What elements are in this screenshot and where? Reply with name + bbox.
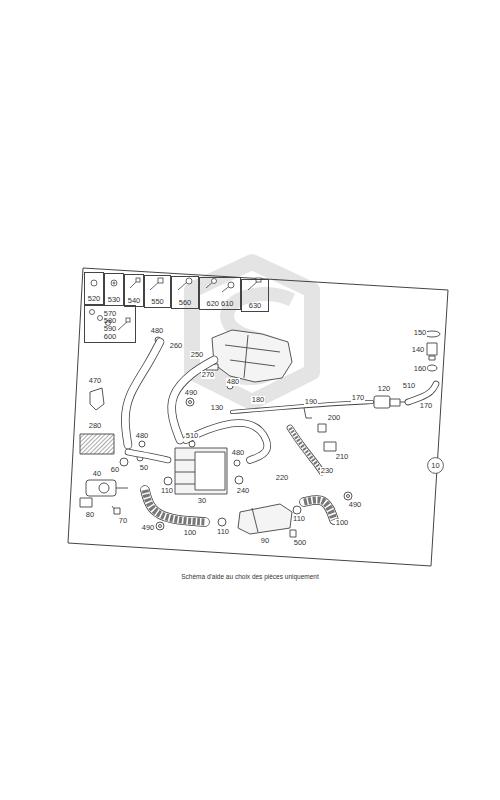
hose-outline (125, 342, 160, 445)
parts-cell: 570580590600 (84, 305, 136, 343)
parts-cell: 560 (171, 276, 199, 309)
hose (125, 342, 160, 445)
callout-number: 110 (292, 515, 306, 523)
callout-number: 550 (150, 298, 165, 306)
callout-number: 610 (220, 300, 235, 308)
callout-number: 480 (150, 327, 165, 335)
parts-cell: 520 (84, 272, 104, 305)
parts (80, 330, 440, 537)
callout-number: 110 (216, 528, 230, 536)
hose-outline (128, 452, 168, 460)
hose (128, 452, 168, 460)
callout-number: 500 (293, 539, 308, 547)
parts-cell: 540 (124, 274, 144, 307)
callout-number: 230 (320, 467, 335, 475)
callout-number: 100 (183, 529, 198, 537)
callout-number: 580 (98, 317, 122, 325)
callout-number: 240 (236, 487, 251, 495)
callout-number: 70 (118, 517, 128, 525)
callout-number: 280 (88, 422, 103, 430)
page-badge: 10 (427, 457, 444, 474)
callout-number: 480 (231, 449, 246, 457)
callout-number: 270 (201, 371, 216, 379)
callout-number: 480 (135, 432, 150, 440)
callout-number: 560 (178, 299, 193, 307)
callout-number: 250 (190, 351, 205, 359)
hose (304, 500, 334, 520)
fastener-icons (90, 278, 262, 330)
callout-number: 170 (419, 402, 434, 410)
callout-number: 180 (251, 396, 266, 404)
callout-number: 130 (210, 404, 225, 412)
callout-number: 470 (88, 377, 103, 385)
callout-number: 260 (169, 342, 184, 350)
callout-number: 490 (348, 501, 363, 509)
callout-number: 480 (226, 378, 241, 386)
parts-cell: 530 (104, 273, 124, 306)
callout-number: 630 (248, 302, 263, 310)
callout-number: 520 (87, 295, 102, 303)
hose (145, 490, 205, 522)
callout-number: 200 (327, 414, 342, 422)
hose-outline (304, 500, 334, 520)
caption: Schéma d'aide au choix des pièces unique… (181, 574, 318, 581)
watermark (192, 262, 312, 402)
callout-number: 220 (275, 474, 290, 482)
callout-number: 570 (98, 310, 122, 318)
callout-number: 510 (185, 432, 200, 440)
callout-number: 510 (402, 382, 417, 390)
parts-cell: 620610 (199, 277, 241, 310)
corrugation (304, 500, 334, 520)
callout-number: 80 (85, 511, 95, 519)
callout-number: 30 (197, 497, 207, 505)
parts-cell: 630 (241, 279, 269, 312)
hose (186, 423, 267, 460)
parts-cell: 550 (144, 275, 171, 308)
callout-number: 590 (98, 325, 122, 333)
callout-number: 140 (411, 346, 426, 354)
callout-number: 110 (160, 487, 174, 495)
callout-number: 490 (141, 524, 156, 532)
hose-outline (186, 423, 267, 460)
callout-number: 40 (92, 470, 102, 478)
callout-number: 50 (139, 464, 149, 472)
callout-number: 90 (260, 537, 270, 545)
callout-number: 150 (413, 329, 428, 337)
callout-number: 530 (107, 296, 122, 304)
hose (290, 428, 322, 472)
hose-outline (145, 490, 205, 522)
callout-number: 600 (98, 333, 122, 341)
callout-number: 10 (431, 462, 439, 470)
callout-number: 120 (377, 385, 392, 393)
callout-number: 210 (335, 453, 350, 461)
callout-number: 490 (184, 389, 199, 397)
corrugation (290, 428, 322, 472)
frame (68, 268, 448, 566)
callout-number: 160 (413, 365, 428, 373)
callout-number: 60 (110, 466, 120, 474)
callout-number: 540 (127, 297, 142, 305)
hose-outline (290, 428, 322, 472)
callout-number: 190 (304, 398, 319, 406)
callout-number: 100 (335, 519, 350, 527)
corrugation (145, 490, 205, 522)
callout-number: 170 (351, 394, 366, 402)
callout-number: 620 (205, 300, 220, 308)
